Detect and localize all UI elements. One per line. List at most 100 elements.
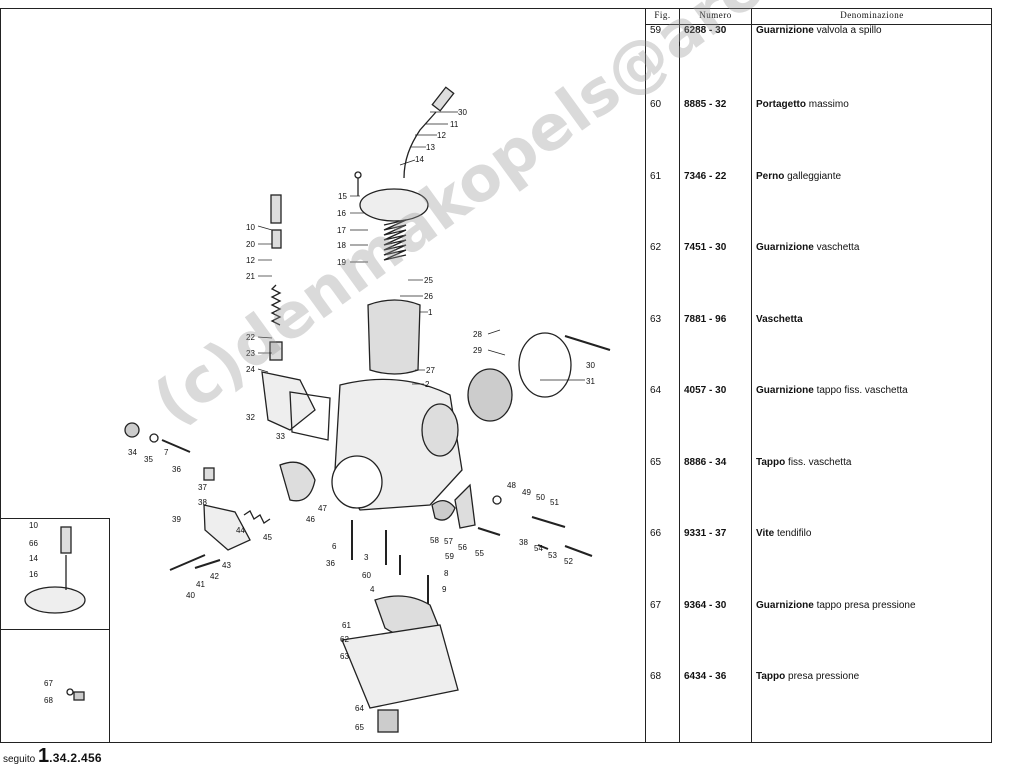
- row-numero: 7881 - 96: [679, 313, 752, 386]
- callout-label: 16: [29, 570, 38, 579]
- callout-label: 16: [337, 209, 346, 218]
- row-denominazione: Tappo fiss. vaschetta: [752, 457, 993, 529]
- cap-screw: [354, 171, 362, 179]
- row-denominazione-detail: tendifilo: [774, 528, 812, 540]
- callout-label: 20: [246, 240, 255, 249]
- callout-label: 67: [44, 679, 53, 688]
- row-numero: 9364 - 30: [679, 599, 752, 672]
- pump-cover: [279, 461, 316, 502]
- callout-label: 43: [222, 561, 231, 570]
- row-fig: 61: [646, 170, 680, 243]
- callout-label: 30: [586, 361, 595, 370]
- callout-label: 62: [340, 635, 349, 644]
- row-numero: 4057 - 30: [679, 385, 752, 457]
- row-denominazione-detail: vaschetta: [813, 242, 860, 254]
- row-denominazione: Guarnizione valvola a spillo: [752, 25, 993, 100]
- callout-label: 11: [450, 120, 459, 129]
- cable-line: [403, 111, 437, 179]
- needle-cap: [270, 194, 282, 224]
- row-denominazione: Vite tendifilo: [752, 528, 993, 600]
- row-denominazione-main: Tappo: [756, 671, 786, 683]
- row-fig: 63: [646, 313, 680, 386]
- row-denominazione-detail: fiss. vaschetta: [785, 456, 852, 468]
- callout-label: 38: [519, 538, 528, 547]
- callout-label: 30: [458, 108, 467, 117]
- callout-label: 57: [444, 537, 453, 546]
- row-denominazione-detail: valvola a spillo: [813, 25, 882, 36]
- callout-label: 40: [186, 591, 195, 600]
- callout-label: 12: [437, 131, 446, 140]
- row-numero: 6434 - 36: [679, 671, 752, 743]
- callout-label: 31: [586, 377, 595, 386]
- row-denominazione-main: Vite: [756, 528, 775, 540]
- row-denominazione-main: Portagetto: [756, 99, 806, 111]
- row-denominazione-main: Guarnizione: [756, 25, 814, 36]
- callout-label: 64: [355, 704, 364, 713]
- row-numero: 7346 - 22: [679, 170, 752, 243]
- inset-cap-detail: [0, 518, 110, 630]
- row-denominazione: Guarnizione vaschetta: [752, 242, 993, 314]
- row-denominazione-main: Perno: [756, 170, 785, 182]
- row-denominazione-main: Guarnizione: [756, 385, 814, 397]
- row-denominazione-detail: massimo: [806, 99, 849, 111]
- callout-label: 12: [246, 256, 255, 265]
- callout-label: 66: [29, 539, 38, 548]
- row-fig: 65: [646, 456, 680, 529]
- callout-label: 15: [338, 192, 347, 201]
- callout-label: 9: [442, 585, 447, 594]
- row-denominazione-main: Tappo: [756, 456, 786, 468]
- callout-label: 51: [550, 498, 559, 507]
- row-fig: 62: [646, 242, 680, 314]
- row-denominazione-main: Vaschetta: [756, 313, 803, 325]
- callout-label: 32: [246, 413, 255, 422]
- row-numero: 7451 - 30: [679, 242, 752, 314]
- callout-label: 8: [444, 569, 449, 578]
- callout-label: 65: [355, 723, 364, 732]
- callout-label: 1: [428, 308, 433, 317]
- row-denominazione: Vaschetta: [752, 314, 993, 386]
- table-header-row: Fig. Numero Denominazione: [646, 8, 992, 25]
- callout-label: 22: [246, 333, 255, 342]
- row-denominazione-detail: galleggiante: [784, 170, 842, 182]
- callout-label: 4: [370, 585, 375, 594]
- row-denominazione: Guarnizione tappo presa pressione: [752, 600, 993, 672]
- cable-adjuster: [431, 86, 455, 112]
- callout-label: 3: [364, 553, 369, 562]
- row-denominazione-main: Guarnizione: [756, 599, 814, 611]
- callout-label: 38: [198, 498, 207, 507]
- callout-label: 58: [430, 536, 439, 545]
- callout-label: 61: [342, 621, 351, 630]
- callout-label: 36: [326, 559, 335, 568]
- callout-label: 14: [415, 155, 424, 164]
- row-denominazione: Guarnizione tappo fiss. vaschetta: [752, 385, 993, 457]
- callout-label: 28: [473, 330, 482, 339]
- row-numero: 8885 - 32: [679, 99, 752, 171]
- page-code-number: .34.2.456: [49, 751, 102, 765]
- callout-label: 63: [340, 652, 349, 661]
- page-code: seguito 1.34.2.456: [3, 745, 102, 768]
- float-bowl: [341, 624, 459, 709]
- callout-label: 46: [306, 515, 315, 524]
- needle-spring: [270, 284, 282, 326]
- callout-label: 52: [564, 557, 573, 566]
- callout-label: 14: [29, 554, 38, 563]
- callout-label: 37: [198, 483, 207, 492]
- row-fig: 66: [646, 528, 680, 600]
- row-numero: 6288 - 30: [679, 24, 752, 100]
- callout-label: 29: [473, 346, 482, 355]
- header-numero: Numero: [679, 8, 752, 25]
- callout-label: 42: [210, 572, 219, 581]
- row-denominazione-detail: presa pressione: [785, 671, 860, 683]
- callout-label: 50: [536, 493, 545, 502]
- top-cap: [359, 188, 429, 222]
